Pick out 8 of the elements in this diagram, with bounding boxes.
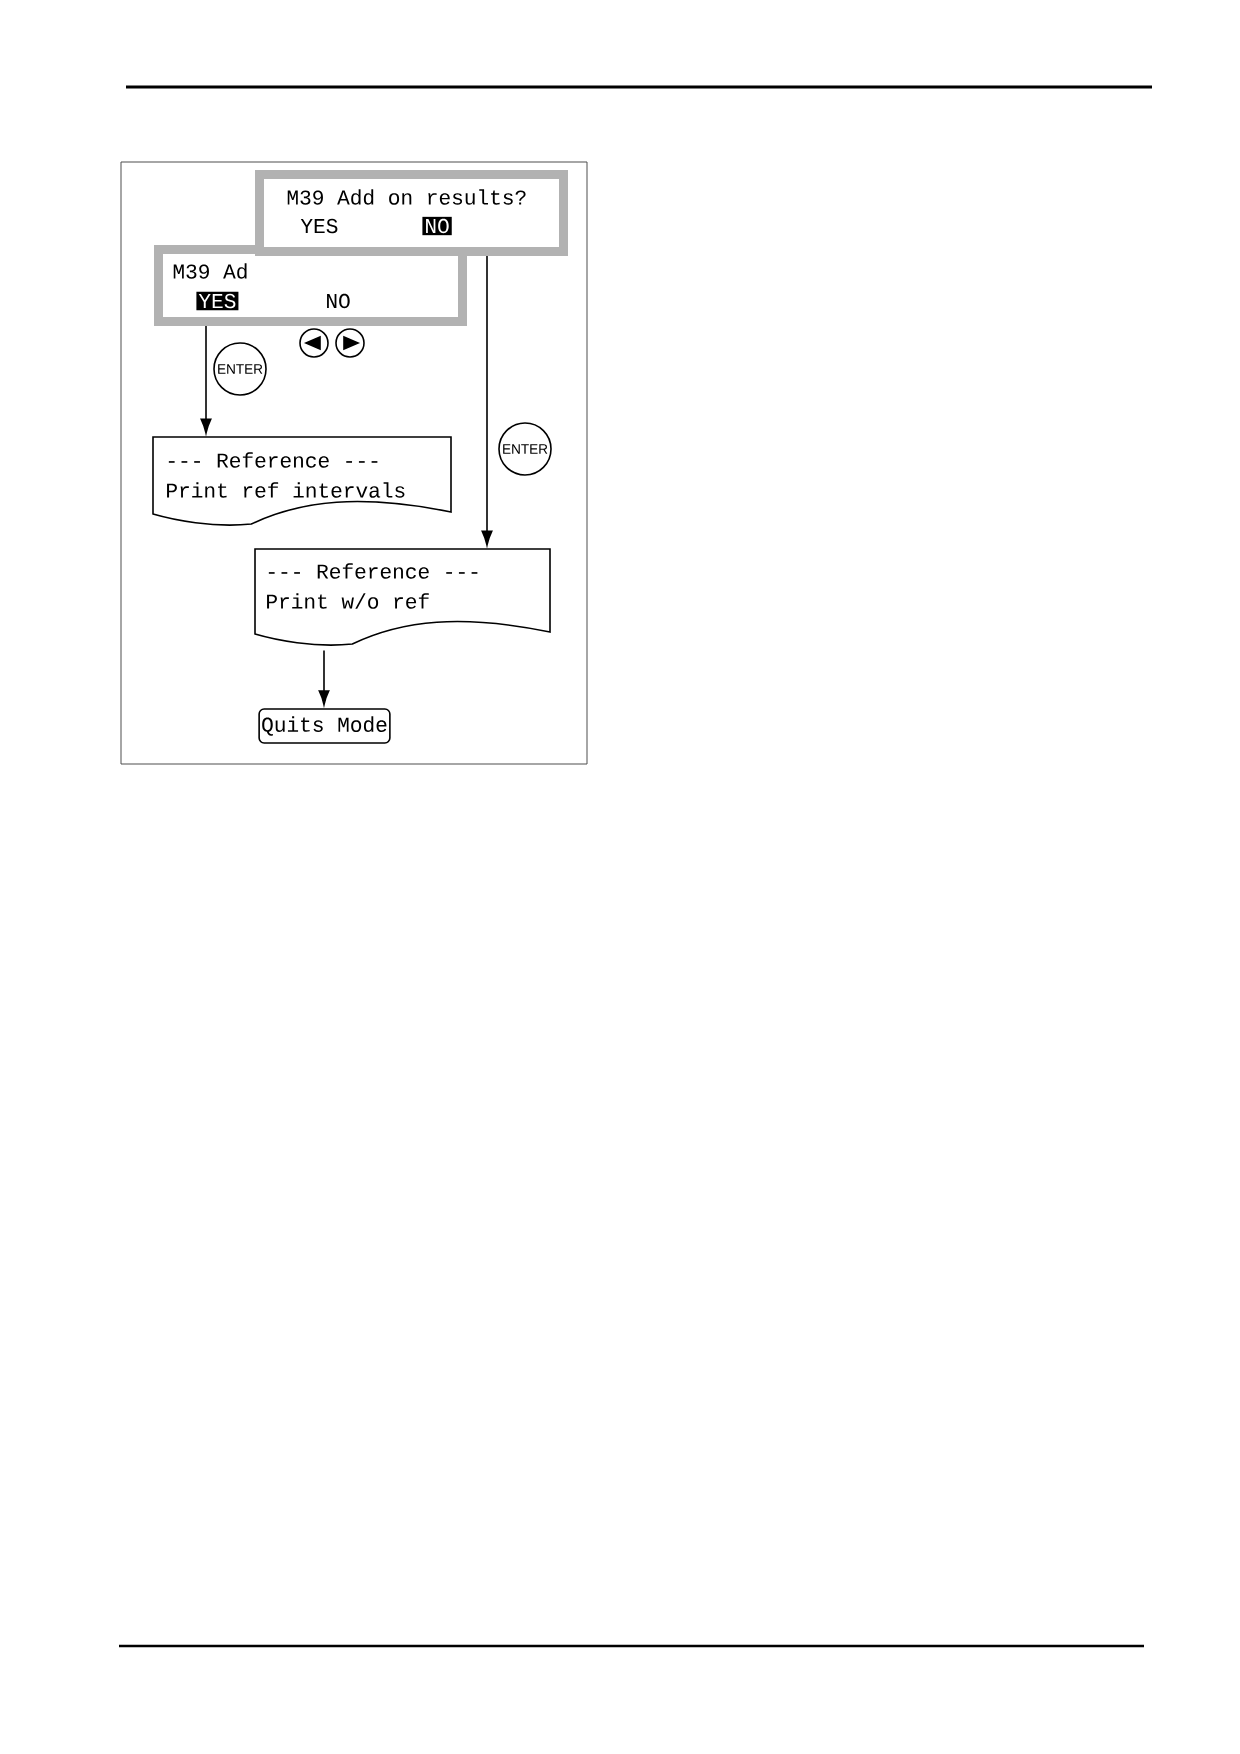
arrow: [200, 325, 212, 434]
arrow: [481, 255, 493, 546]
arrow: [318, 649, 330, 706]
status-box: Quits Mode: [258, 708, 391, 744]
printout-slip: --- Reference --- Print w/o ref: [254, 548, 551, 646]
display-screen: M39 Add on results? YES NO: [255, 170, 568, 256]
printout-slip: --- Reference --- Print ref intervals: [152, 436, 452, 526]
display-screen: M39 Ad YES NO: [154, 245, 467, 326]
